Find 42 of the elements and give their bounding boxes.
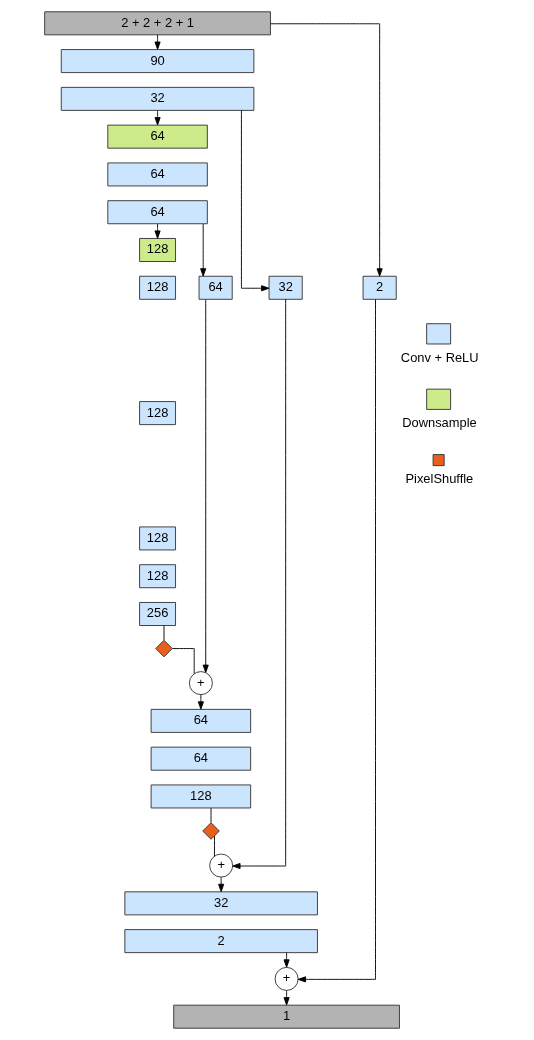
node-box: 128 xyxy=(139,564,176,589)
node-circle: + xyxy=(188,671,213,696)
node-box: 32 xyxy=(268,275,303,300)
arrow xyxy=(283,990,290,1006)
node-diamond xyxy=(155,639,173,658)
node-box: 64 xyxy=(198,275,233,300)
node-box: 256 xyxy=(139,602,176,626)
node-box: 128 xyxy=(139,401,176,426)
node-box: 1 xyxy=(173,1004,400,1029)
node-box: 32 xyxy=(124,891,318,916)
node-box: 64 xyxy=(107,200,208,225)
node-box: 128 xyxy=(139,238,176,262)
arrow xyxy=(232,298,287,870)
arrow xyxy=(202,299,209,673)
arrow xyxy=(218,876,225,893)
arrow xyxy=(270,23,383,277)
legend-label: Conv + ReLU xyxy=(400,349,479,365)
node-circle: + xyxy=(209,853,234,878)
node-box: 64 xyxy=(150,746,252,771)
arrow xyxy=(297,299,376,983)
connector xyxy=(214,835,215,857)
node-box: 64 xyxy=(107,162,208,187)
node-box: 128 xyxy=(139,526,176,551)
node-circle: + xyxy=(274,966,299,991)
connector xyxy=(163,625,165,641)
node-diamond xyxy=(202,822,220,840)
node-box: 128 xyxy=(139,275,176,300)
legend-label: PixelShuffle xyxy=(405,471,474,487)
node-box: 2 + 2 + 2 + 1 xyxy=(44,11,271,36)
node-box: 128 xyxy=(150,784,252,809)
node-box: 2 xyxy=(362,275,397,300)
legend-label: Downsample xyxy=(402,415,477,431)
arrow xyxy=(154,109,161,126)
arrow xyxy=(200,223,207,277)
arrow xyxy=(197,694,204,710)
node-box: 64 xyxy=(107,124,208,149)
node-box: 90 xyxy=(60,49,255,74)
connector xyxy=(172,648,195,675)
node-box: 64 xyxy=(150,708,252,733)
node-box: 2 xyxy=(124,929,318,954)
arrow xyxy=(240,110,270,292)
node-box: 32 xyxy=(60,86,255,111)
